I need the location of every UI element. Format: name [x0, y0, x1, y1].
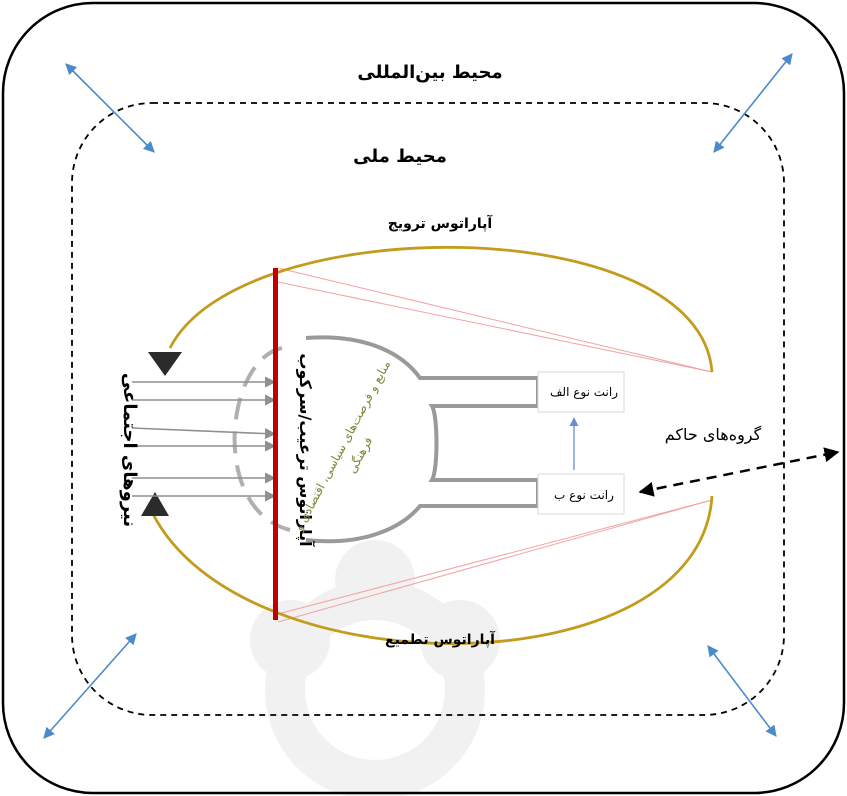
promotion-arc [168, 246, 714, 373]
funnel-lines [277, 267, 713, 623]
greed-apparatus-label: آپاراتوس تطمیع [385, 632, 495, 648]
rent-type-b-box [537, 473, 625, 515]
ruling-groups-label: گروه‌های حاکم [664, 425, 762, 444]
resources-shape [305, 335, 540, 544]
social-force-arrows [131, 376, 277, 502]
promotion-arrowhead [148, 352, 182, 376]
watermark-rosette [250, 540, 500, 796]
exchange-arrow-top-right [713, 53, 793, 153]
ruling-groups-arrow [638, 447, 840, 497]
exchange-arrow-bottom-left [43, 633, 137, 739]
social-forces-label: نیروهای اجتماعی [119, 372, 140, 528]
national-environment-frame [71, 102, 785, 716]
international-environment-label: محیط بین‌المللی [357, 62, 503, 83]
rent-type-b-label: رانت نوع ب [554, 488, 614, 502]
national-environment-label: محیط ملی [353, 146, 447, 167]
rent-type-a-box [537, 371, 625, 413]
exchange-arrow-top-left [65, 63, 155, 153]
promotion-apparatus-label: آپاراتوس ترویج [387, 216, 493, 232]
rent-type-a-label: رانت نوع الف [550, 385, 618, 399]
repression-bar [273, 268, 278, 620]
exchange-arrow-bottom-right [707, 645, 777, 737]
greed-arc [150, 495, 714, 645]
dashed-semicircle [232, 346, 291, 532]
greed-arrowhead [141, 492, 169, 516]
